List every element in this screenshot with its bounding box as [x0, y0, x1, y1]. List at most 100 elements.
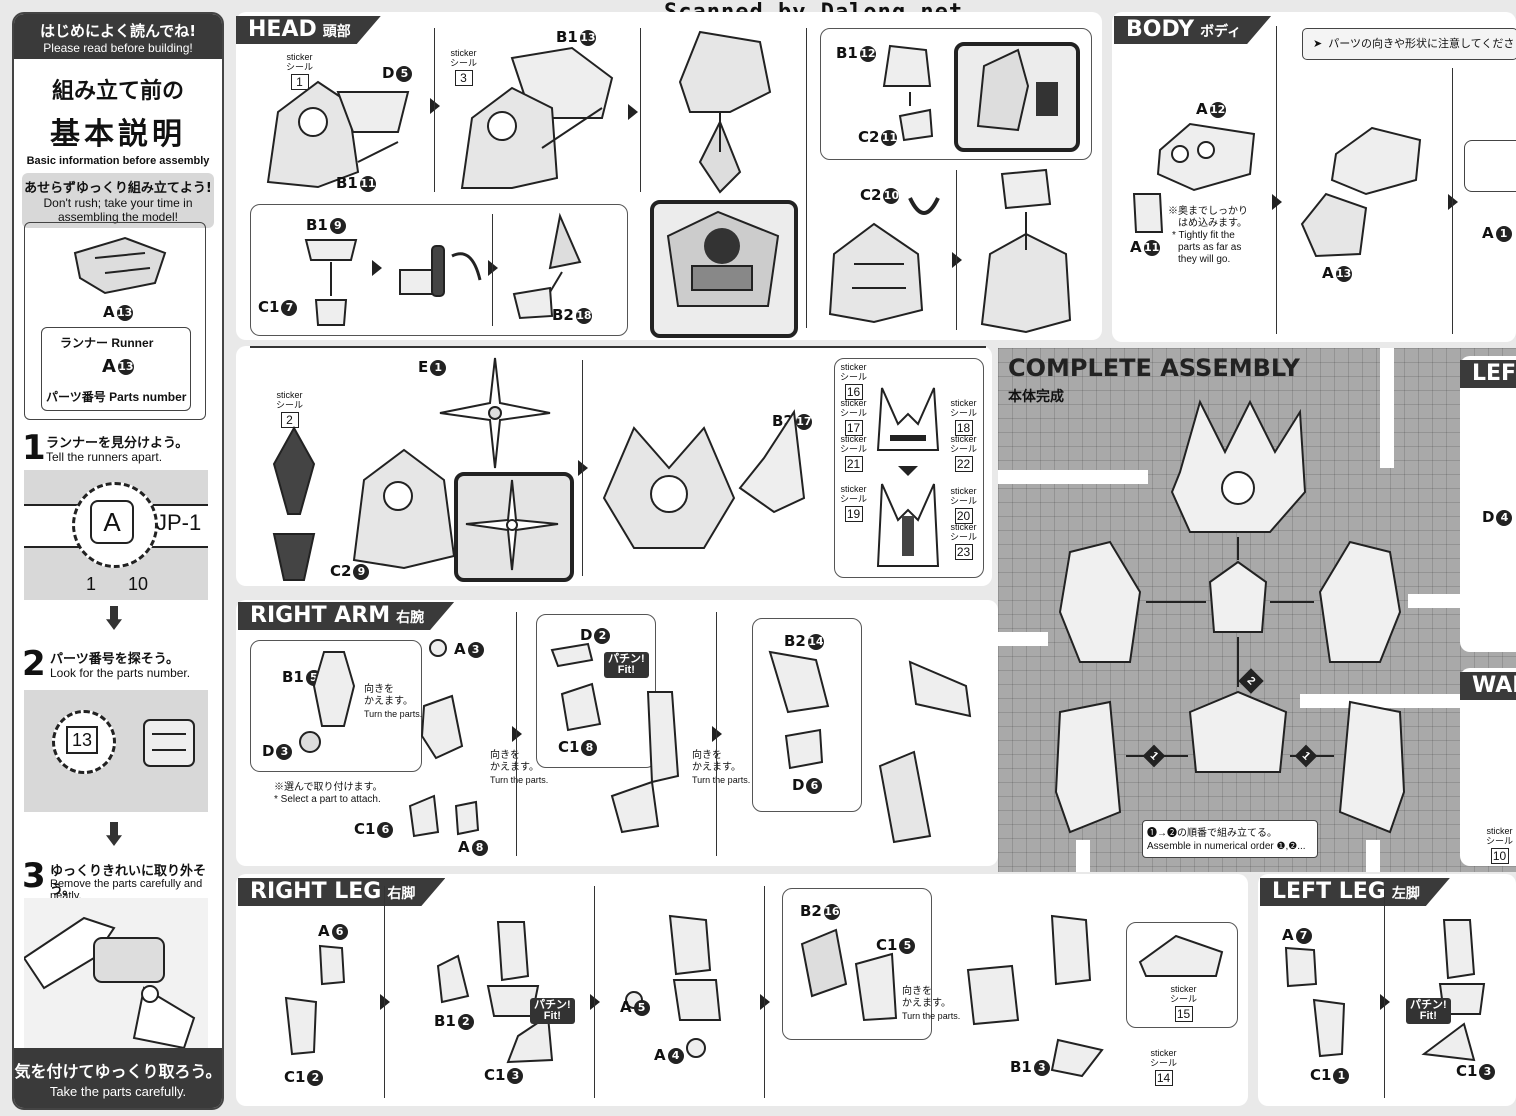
waist-panel [1460, 668, 1516, 866]
elbow-drawing [550, 642, 602, 732]
divider [716, 612, 717, 856]
step2-number: 2 [22, 644, 46, 684]
note-jp1: ※奥までしっかり [1168, 206, 1248, 217]
step-arrow [952, 252, 962, 268]
step-arrow [488, 260, 498, 276]
flow-arrow-head [998, 470, 1148, 484]
divider [1452, 68, 1453, 334]
shoulder-box [752, 618, 862, 812]
fit-badge-leg: パチン!Fit! [530, 998, 575, 1024]
head-full-drawing [602, 426, 736, 549]
divider [434, 28, 435, 192]
step-arrow [628, 104, 638, 120]
eye-piece-drawing [882, 44, 934, 142]
step1-en: Tell the runners apart. [46, 450, 163, 464]
flow-arrow-body [1380, 348, 1394, 468]
step3-number: 3 [22, 856, 46, 896]
step-arrow [1380, 994, 1390, 1010]
shin-drawing [800, 928, 898, 1022]
body-title-jp: ボディ [1200, 24, 1242, 40]
left-arm-header: LEF [1460, 360, 1516, 388]
footer-jp: 気を付けてゆっくり取ろう。 [14, 1062, 222, 1081]
footer-en: Take the parts carefully. [49, 1084, 187, 1099]
divider [492, 214, 493, 326]
banner-text: パーツの向きや形状に注意してくださ [1328, 38, 1515, 50]
runner-jp: ランナー [60, 336, 109, 350]
flow-arrow-rightleg [1076, 840, 1090, 872]
leg-assembled-drawing [966, 914, 1104, 1078]
divider [594, 886, 595, 1098]
shoulder-drawing [768, 650, 830, 770]
step3-picture [24, 898, 208, 1048]
face-mask-lower-drawing [876, 483, 940, 567]
turn-note-2: 向きをかえます。 Turn the parts. [490, 750, 549, 785]
divider [384, 886, 385, 1098]
runner-code: JP-1 [156, 510, 202, 535]
sidebar: はじめによく読んでね! Please read before building!… [12, 12, 224, 1110]
head-front-drawing [352, 448, 456, 570]
row2-rule [250, 346, 986, 348]
sidebar-tag: はじめによく読んでね! Please read before building! [14, 14, 222, 59]
chin-part-drawing [908, 197, 940, 215]
divider [956, 170, 957, 330]
subtitle: Basic information before assembly [26, 155, 210, 167]
body-frame-drawing [1156, 122, 1256, 192]
face-mask-upper-drawing [876, 387, 940, 451]
head-title: HEAD [248, 17, 317, 42]
rush-en1: Don't rush; take your time in [43, 196, 193, 210]
flow-arrow-leftarm [1408, 594, 1460, 608]
step-arrow [712, 726, 722, 742]
head-title-jp: 頭部 [322, 24, 351, 40]
upper-arm-drawing [408, 639, 480, 838]
runner-n10: 10 [128, 574, 149, 594]
runner-magnifier [72, 482, 158, 568]
face-closeup [650, 200, 798, 338]
step-arrow-2 [106, 822, 122, 846]
divider [582, 360, 583, 576]
step1-jp: ランナーを見分けよう。 [46, 435, 189, 450]
body-banner: ➤ パーツの向きや形状に注意してくださ [1302, 28, 1516, 60]
left-arm-title: LEF [1472, 361, 1516, 386]
note-en1: * Tightly fit the [1172, 230, 1235, 241]
tag-jp: はじめによく読んでね! [39, 22, 197, 40]
rush-jp: あせらずゆっくり組み立てよう! [24, 181, 212, 196]
eye-piece-closeup-drawing [976, 48, 1058, 132]
star-closeup [454, 472, 574, 582]
body-note: ※奥までしっかり はめ込みます。 * Tightly fit the parts… [1168, 206, 1248, 266]
fin-part-drawing [304, 239, 358, 326]
body-header: BODY ボディ [1114, 16, 1271, 44]
banner-icon: ➤ [1313, 38, 1323, 50]
lower-leg-drawing [436, 921, 554, 1064]
flow-arrow-rightarm [998, 632, 1048, 646]
body-title: BODY [1126, 17, 1195, 42]
arm-assembled-drawing [878, 660, 972, 844]
step-arrow [760, 994, 770, 1010]
right-arm-title: RIGHT ARM [250, 603, 391, 628]
step2-picture: 13 [24, 690, 208, 812]
left-leg-title-jp: 左脚 [1391, 886, 1420, 902]
